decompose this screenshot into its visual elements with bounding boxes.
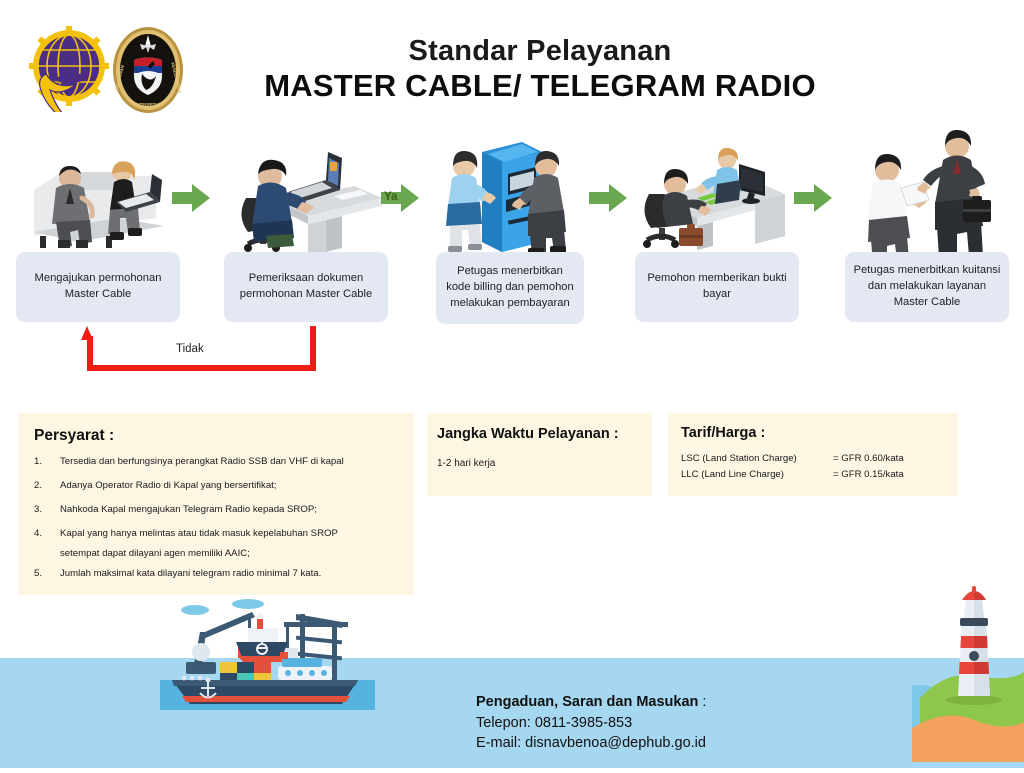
port-cargo-ship-illustration [160, 592, 375, 715]
flow-step-1-box: Mengajukan permohonan Master Cable [16, 252, 180, 322]
requirement-text: Adanya Operator Radio di Kapal yang bers… [60, 479, 277, 491]
kemenhub-logo-icon [26, 26, 112, 120]
service-duration-panel: Jangka Waktu Pelayanan : 1-2 hari kerja [427, 413, 652, 496]
service-duration-title: Jangka Waktu Pelayanan : [437, 426, 619, 442]
flow-branch-yes-label: Ya [384, 191, 398, 203]
flow-arrow-2-icon [381, 184, 419, 217]
requirement-text: Tersedia dan berfungsinya perangkat Radi… [60, 456, 344, 467]
flow-arrow-4-icon [794, 184, 832, 217]
requirement-number: 4. [34, 527, 43, 539]
poster-title: Standar Pelayanan MASTER CABLE/ TELEGRAM… [190, 34, 890, 105]
requirements-list: 1. Tersedia dan berfungsinya perangkat R… [34, 455, 400, 580]
requirement-text: Kapal yang hanya melintas atau tidak mas… [60, 527, 338, 539]
service-duration-value: 1-2 hari kerja [437, 458, 496, 469]
flow-arrow-3-icon [589, 184, 627, 217]
contact-email: E-mail: disnavbenoa@dephub.go.id [476, 735, 706, 752]
tariff-label: LLC (Land Line Charge) [681, 468, 784, 480]
tariff-rows: LSC (Land Station Charge) = GFR 0.60/kat… [681, 451, 958, 483]
contact-heading-line: Pengaduan, Saran dan Masukan : [476, 692, 706, 713]
tariff-row: LSC (Land Station Charge) = GFR 0.60/kat… [681, 451, 958, 467]
requirement-number: 2. [34, 479, 43, 491]
requirement-item: 1. Tersedia dan berfungsinya perangkat R… [34, 455, 400, 469]
flow-step-2-box: Pemeriksaan dokumen permohonan Master Ca… [224, 252, 388, 322]
tariff-title: Tarif/Harga : [681, 425, 766, 441]
requirement-text: Nahkoda Kapal mengajukan Telegram Radio … [60, 503, 317, 515]
flow-loop-no-arrow-icon [80, 326, 330, 381]
flow-step-2-label: Pemeriksaan dokumen permohonan Master Ca… [239, 272, 373, 300]
requirement-number: 5. [34, 567, 43, 579]
flow-step-4-box: Pemohon memberikan bukti bayar [635, 252, 799, 322]
lighthouse-illustration [912, 578, 1024, 773]
flow-branch-no-label: Tidak [176, 343, 204, 355]
requirement-item-4-continuation: setempat dapat dilayani agen memiliki AA… [60, 547, 250, 559]
tariff-panel: Tarif/Harga : LSC (Land Station Charge) … [668, 413, 958, 496]
requirement-item: 4. Kapal yang hanya melintas atau tidak … [34, 527, 400, 541]
two-people-sofa-laptop-icon [14, 136, 184, 263]
title-line-2: MASTER CABLE/ TELEGRAM RADIO [264, 68, 816, 104]
footer-blue-band [0, 658, 1024, 768]
flow-step-1-label: Mengajukan permohonan Master Cable [34, 272, 162, 300]
atm-kiosk-payment-icon [436, 130, 586, 263]
requirement-number: 1. [34, 456, 43, 467]
contact-block: Pengaduan, Saran dan Masukan : Telepon: … [476, 692, 706, 754]
officer-desk-laptop-icon [222, 136, 387, 263]
title-line-1: Standar Pelayanan [408, 35, 672, 67]
tariff-value: = GFR 0.60/kata [833, 453, 904, 464]
tariff-row: LLC (Land Line Charge) = GFR 0.15/kata [681, 467, 958, 483]
requirement-number: 3. [34, 503, 43, 515]
integritas-badge-icon: INTEGRITAS PELAYANAN KESELAMATAN [112, 26, 184, 114]
flow-arrow-1-icon [172, 184, 210, 217]
requirement-item: 3. Nahkoda Kapal mengajukan Telegram Rad… [34, 503, 400, 517]
tariff-value: = GFR 0.15/kata [833, 468, 904, 480]
requirements-title: Persyarat : [34, 427, 115, 444]
contact-heading-suffix: : [698, 694, 707, 710]
handshake-document-icon [845, 122, 1005, 267]
flow-step-5-box: Petugas menerbitkan kuitansi dan melakuk… [845, 252, 1009, 322]
contact-heading: Pengaduan, Saran dan Masukan [476, 694, 699, 710]
svg-text:INTEGRITAS: INTEGRITAS [135, 102, 160, 107]
requirement-text: Jumlah maksimal kata dilayani telegram r… [60, 567, 322, 579]
contact-phone: Telepon: 0811-3985-853 [476, 714, 633, 731]
tariff-label: LSC (Land Station Charge) [681, 453, 797, 464]
svg-text:PELAYANAN: PELAYANAN [114, 65, 125, 91]
flow-step-3-label: Petugas menerbitkan kode billing dan pem… [446, 265, 574, 309]
requirement-item: 2. Adanya Operator Radio di Kapal yang b… [34, 479, 400, 493]
office-desk-payment-icon [635, 136, 803, 263]
requirements-panel: Persyarat : 1. Tersedia dan berfungsinya… [18, 413, 414, 595]
flow-step-5-label: Petugas menerbitkan kuitansi dan melakuk… [853, 264, 1001, 308]
flow-step-4-label: Pemohon memberikan bukti bayar [647, 272, 787, 300]
flow-step-3-box: Petugas menerbitkan kode billing dan pem… [436, 252, 584, 324]
requirement-item: 5. Jumlah maksimal kata dilayani telegra… [34, 567, 400, 581]
